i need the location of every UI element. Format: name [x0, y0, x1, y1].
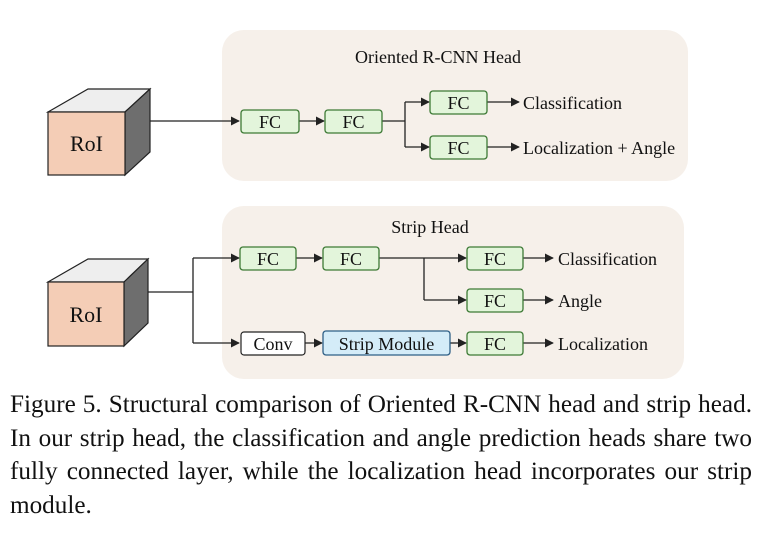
bottom-roi-label: RoI: [70, 302, 103, 327]
bottom-fc-angle-block: FC: [466, 288, 524, 313]
top-panel-title: Oriented R-CNN Head: [355, 47, 521, 67]
top-roi-label: RoI: [70, 131, 103, 156]
top-roi-cube-front: [47, 111, 126, 176]
bottom-fc2-label: FC: [340, 249, 362, 269]
bottom-fc-cls-label: FC: [484, 249, 506, 269]
bottom-fc-loc-label: FC: [484, 334, 506, 354]
bottom-fc1-label: FC: [257, 249, 279, 269]
top-fc-loc-label: FC: [447, 138, 469, 158]
bottom-output-localization: Localization: [558, 334, 648, 354]
top-roi-cube: RoI: [45, 87, 152, 177]
bottom-fc1-block: FC: [239, 246, 297, 271]
bottom-roi-cube: RoI: [45, 257, 150, 348]
top-fc2-label: FC: [342, 112, 364, 132]
bottom-fc2-block: FC: [322, 246, 380, 271]
figure-caption: Figure 5. Structural comparison of Orien…: [10, 391, 752, 519]
bottom-strip-module-block: Strip Module: [322, 330, 451, 356]
bottom-fc-cls-block: FC: [466, 246, 524, 271]
bottom-fc-loc-block: FC: [466, 331, 524, 356]
top-output-localization-angle: Localization + Angle: [523, 138, 675, 158]
strip-head-panel: Strip Head RoI FC: [45, 206, 684, 379]
bottom-panel-title: Strip Head: [391, 217, 468, 237]
top-connectors: [150, 97, 520, 152]
bottom-roi-cube-front: [47, 281, 125, 347]
top-fc-cls-label: FC: [447, 93, 469, 113]
bottom-connectors: [148, 253, 554, 348]
oriented-rcnn-head-panel: Oriented R-CNN Head RoI FC FC: [45, 30, 688, 181]
top-fc1-block: FC: [240, 109, 300, 134]
bottom-conv-block: Conv: [240, 331, 306, 356]
bottom-fc-angle-label: FC: [484, 291, 506, 311]
bottom-output-classification: Classification: [558, 249, 657, 269]
top-fc2-block: FC: [324, 109, 383, 134]
top-fc-cls-block: FC: [429, 90, 488, 115]
architecture-diagram: Oriented R-CNN Head RoI FC FC: [45, 30, 688, 379]
bottom-conv-label: Conv: [253, 334, 292, 354]
top-fc-loc-block: FC: [429, 135, 488, 160]
bottom-strip-module-label: Strip Module: [339, 334, 435, 354]
bottom-output-angle: Angle: [558, 291, 602, 311]
top-fc1-label: FC: [259, 112, 281, 132]
top-output-classification: Classification: [523, 93, 622, 113]
